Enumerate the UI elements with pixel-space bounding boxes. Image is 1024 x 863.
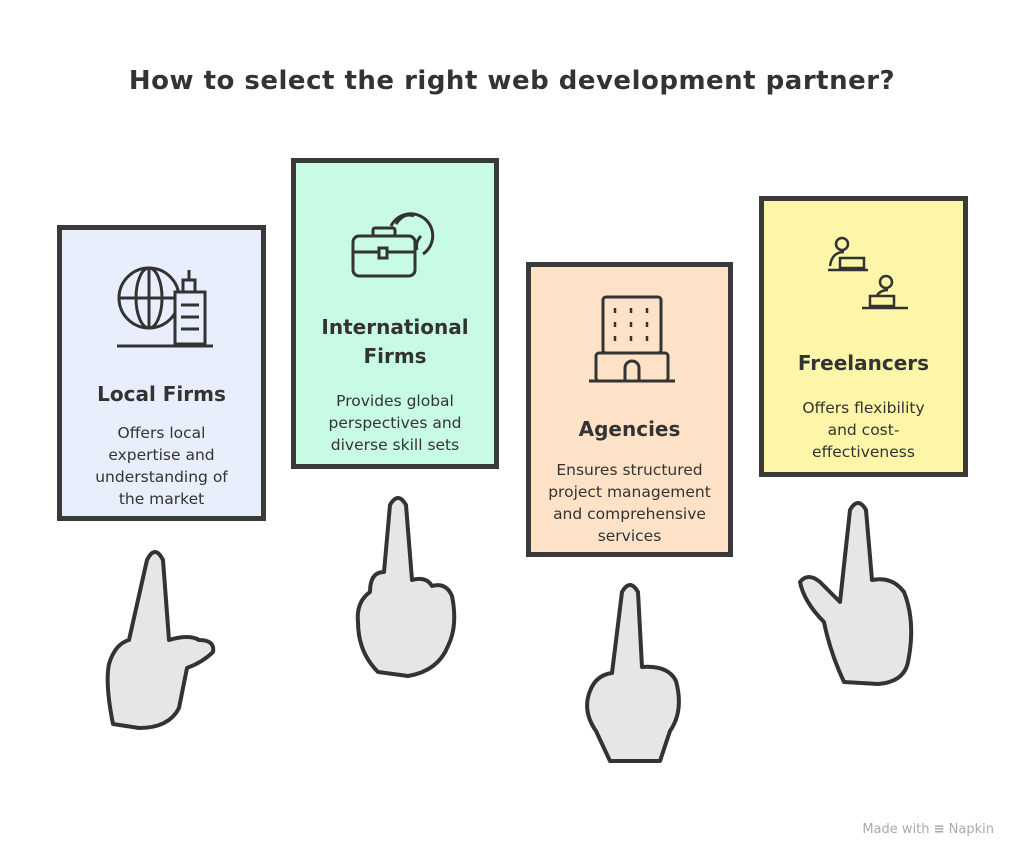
pointing-hand-icon <box>105 550 216 730</box>
diagram-title: How to select the right web development … <box>128 66 896 96</box>
card-title: Local Firms <box>97 382 226 406</box>
pointing-hand-icon <box>355 496 457 678</box>
made-with-napkin-badge[interactable]: Made with ≡ Napkin <box>862 822 994 837</box>
pointing-hand-icon <box>585 583 681 763</box>
globe-building-icon <box>117 266 213 348</box>
card-title: Agencies <box>578 417 681 441</box>
napkin-logo-icon: ≡ <box>933 822 945 837</box>
pointing-hand-icon <box>798 501 914 686</box>
office-building-icon <box>589 295 675 383</box>
card-title: Freelancers <box>797 351 930 375</box>
freelancers-laptop-icon <box>828 236 908 310</box>
briefcase-globe-icon <box>351 212 435 278</box>
